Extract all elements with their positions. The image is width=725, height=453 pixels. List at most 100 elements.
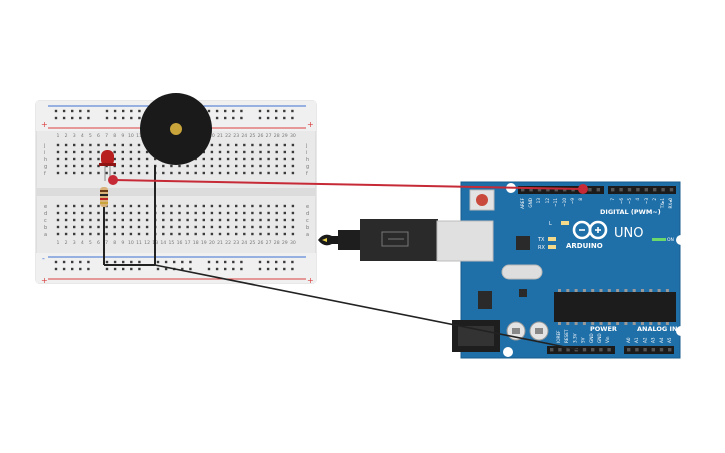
breadboard-hole[interactable]: [218, 211, 222, 215]
breadboard-hole[interactable]: [178, 232, 181, 236]
breadboard-hole[interactable]: [81, 204, 84, 208]
breadboard-hole[interactable]: [218, 204, 222, 208]
rail-hole[interactable]: [181, 260, 184, 264]
breadboard-hole[interactable]: [194, 232, 197, 236]
breadboard-hole[interactable]: [267, 232, 270, 236]
rail-hole[interactable]: [275, 116, 278, 120]
breadboard-hole[interactable]: [162, 232, 165, 236]
breadboard-hole[interactable]: [105, 211, 108, 215]
rail-hole[interactable]: [62, 260, 66, 264]
breadboard-hole[interactable]: [202, 204, 205, 208]
breadboard-hole[interactable]: [243, 150, 246, 154]
breadboard-hole[interactable]: [267, 211, 270, 215]
breadboard-hole[interactable]: [291, 143, 295, 147]
breadboard-hole[interactable]: [243, 232, 246, 236]
breadboard-hole[interactable]: [202, 150, 205, 154]
breadboard-hole[interactable]: [129, 218, 133, 222]
rail-hole[interactable]: [291, 116, 294, 120]
breadboard-hole[interactable]: [145, 232, 149, 236]
breadboard-hole[interactable]: [235, 225, 238, 229]
breadboard-hole[interactable]: [162, 204, 165, 208]
rail-hole[interactable]: [71, 260, 74, 264]
breadboard-hole[interactable]: [113, 157, 116, 161]
rail-hole[interactable]: [189, 267, 192, 271]
breadboard-hole[interactable]: [89, 157, 92, 161]
breadboard-hole[interactable]: [178, 164, 181, 168]
breadboard-hole[interactable]: [275, 150, 278, 154]
rail-hole[interactable]: [105, 260, 109, 264]
breadboard-hole[interactable]: [170, 225, 173, 229]
breadboard-hole[interactable]: [218, 150, 222, 154]
breadboard-hole[interactable]: [89, 232, 92, 236]
breadboard-hole[interactable]: [202, 164, 205, 168]
breadboard-hole[interactable]: [73, 232, 76, 236]
rail-hole[interactable]: [62, 267, 66, 271]
breadboard-hole[interactable]: [56, 150, 60, 154]
breadboard-hole[interactable]: [202, 218, 205, 222]
breadboard-hole[interactable]: [210, 211, 214, 215]
breadboard-hole[interactable]: [121, 204, 124, 208]
breadboard-hole[interactable]: [137, 164, 141, 168]
rail-hole[interactable]: [283, 116, 286, 120]
breadboard-hole[interactable]: [97, 211, 100, 215]
rail-hole[interactable]: [122, 260, 125, 264]
breadboard-hole[interactable]: [97, 232, 100, 236]
breadboard-hole[interactable]: [291, 211, 295, 215]
breadboard-hole[interactable]: [162, 211, 165, 215]
rail-hole[interactable]: [275, 260, 278, 264]
breadboard-hole[interactable]: [121, 143, 124, 147]
breadboard-hole[interactable]: [259, 171, 262, 175]
breadboard-hole[interactable]: [275, 157, 278, 161]
breadboard-hole[interactable]: [202, 171, 205, 175]
breadboard-hole[interactable]: [267, 218, 270, 222]
breadboard-hole[interactable]: [226, 164, 230, 168]
breadboard-hole[interactable]: [267, 143, 270, 147]
black-wire-ground[interactable]: [154, 264, 581, 351]
reset-button-icon[interactable]: [469, 189, 495, 211]
breadboard-hole[interactable]: [64, 218, 68, 222]
rail-hole[interactable]: [105, 116, 109, 120]
breadboard-hole[interactable]: [137, 232, 141, 236]
breadboard-hole[interactable]: [218, 157, 222, 161]
rail-hole[interactable]: [266, 267, 270, 271]
breadboard-hole[interactable]: [81, 218, 84, 222]
breadboard-hole[interactable]: [145, 204, 149, 208]
breadboard-hole[interactable]: [145, 150, 149, 154]
breadboard-hole[interactable]: [105, 218, 108, 222]
breadboard-hole[interactable]: [113, 211, 116, 215]
rail-hole[interactable]: [207, 267, 211, 271]
rail-hole[interactable]: [113, 260, 117, 264]
rail-hole[interactable]: [240, 260, 243, 264]
breadboard-hole[interactable]: [73, 171, 76, 175]
breadboard-hole[interactable]: [226, 143, 230, 147]
rail-hole[interactable]: [207, 109, 211, 113]
breadboard-hole[interactable]: [251, 204, 254, 208]
breadboard-hole[interactable]: [178, 171, 181, 175]
rail-hole[interactable]: [275, 267, 278, 271]
breadboard-hole[interactable]: [121, 171, 124, 175]
breadboard-hole[interactable]: [210, 150, 214, 154]
breadboard-hole[interactable]: [291, 218, 295, 222]
breadboard-hole[interactable]: [235, 150, 238, 154]
breadboard-hole[interactable]: [129, 164, 133, 168]
breadboard-hole[interactable]: [259, 157, 262, 161]
breadboard-hole[interactable]: [64, 232, 68, 236]
rail-hole[interactable]: [130, 267, 133, 271]
rail-hole[interactable]: [275, 109, 278, 113]
breadboard-hole[interactable]: [291, 204, 295, 208]
rail-hole[interactable]: [164, 260, 168, 264]
breadboard-hole[interactable]: [291, 171, 295, 175]
breadboard-hole[interactable]: [259, 204, 262, 208]
rail-hole[interactable]: [232, 116, 235, 120]
rail-hole[interactable]: [266, 116, 270, 120]
rail-hole[interactable]: [105, 109, 109, 113]
breadboard-hole[interactable]: [178, 204, 181, 208]
breadboard-hole[interactable]: [283, 204, 286, 208]
breadboard-hole[interactable]: [145, 225, 149, 229]
breadboard-hole[interactable]: [235, 204, 238, 208]
breadboard-hole[interactable]: [81, 232, 84, 236]
breadboard-hole[interactable]: [275, 164, 278, 168]
breadboard-hole[interactable]: [210, 143, 214, 147]
breadboard-hole[interactable]: [210, 171, 214, 175]
breadboard-hole[interactable]: [291, 225, 295, 229]
